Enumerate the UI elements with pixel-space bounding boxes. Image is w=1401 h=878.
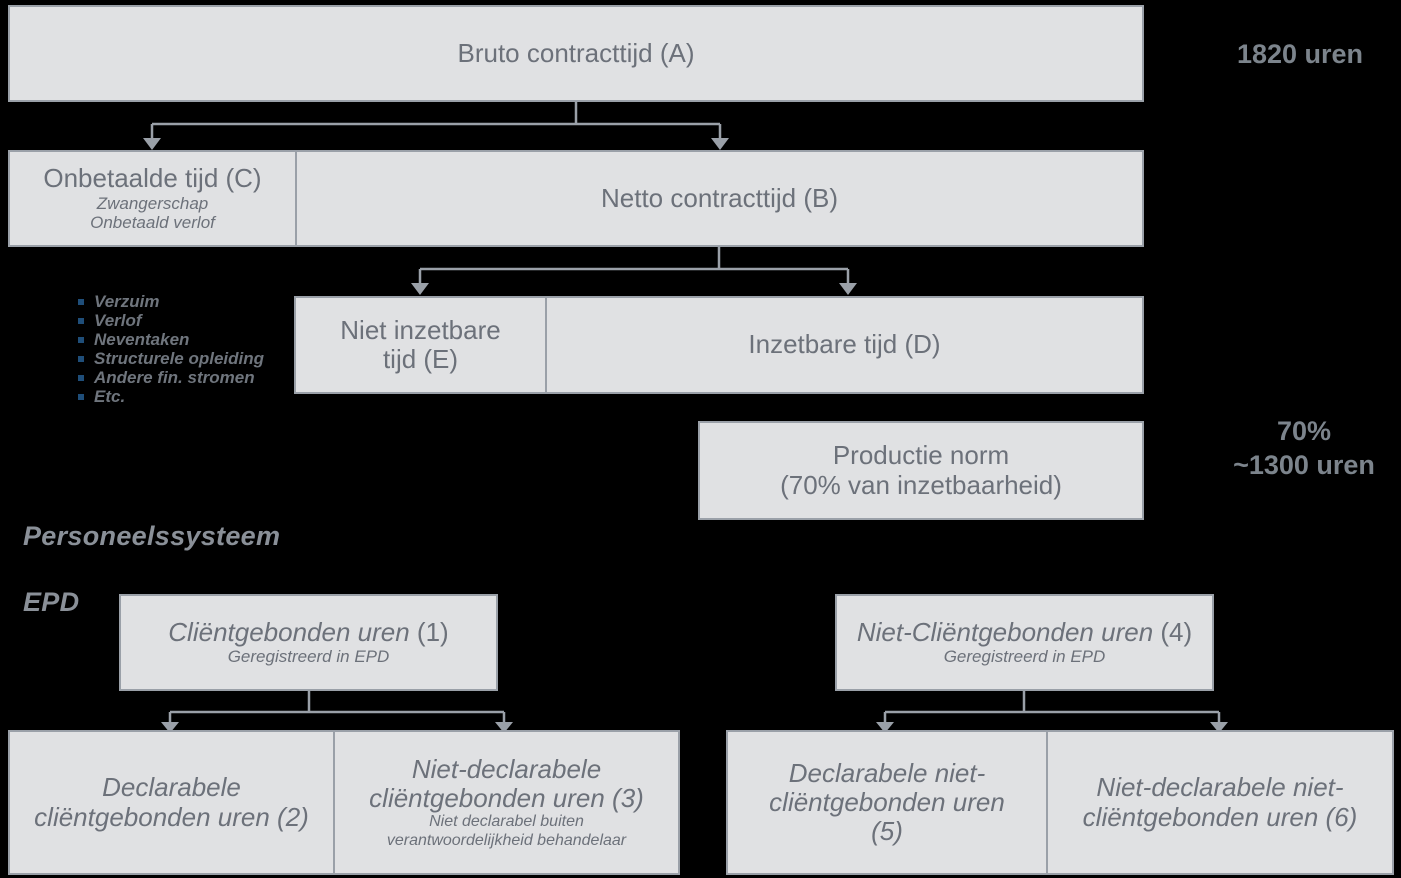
box-productie-norm-label: Productie norm (70% van inzetbaarheid) <box>780 440 1062 500</box>
connector-1-to-23 <box>161 690 513 733</box>
list-item: Etc. <box>62 387 264 406</box>
box-niet-inzetbare-tijd-label: Niet inzetbare tijd (E) <box>340 314 501 374</box>
section-label-personeelssysteem: Personeelssysteem <box>23 521 281 551</box>
list-item: Andere fin. stromen <box>62 368 264 387</box>
box-declarabele-clientgebonden-uren-label: Declarabele cliëntgebonden uren (2) <box>34 772 309 832</box>
box-declarabele-clientgebonden-uren: Declarabele cliëntgebonden uren (2) <box>8 730 335 875</box>
box-clientgebonden-uren-label-italic: Cliëntgebonden uren <box>168 617 410 648</box>
box-declarabele-niet-clientgebonden-uren: Declarabele niet-cliëntgebonden uren (5) <box>726 730 1048 875</box>
box-niet-clientgebonden-uren-sub: Geregistreerd in EPD <box>943 647 1106 667</box>
box-niet-clientgebonden-uren-label-italic: Niet-Cliëntgebonden uren <box>856 617 1154 648</box>
list-item: Neventaken <box>62 330 264 349</box>
list-item: Verlof <box>62 311 264 330</box>
list-item: Verzuim <box>62 292 264 311</box>
box-niet-clientgebonden-uren-label: Niet-Cliëntgebonden uren (4) <box>857 618 1192 647</box>
box-niet-clientgebonden-uren-label-number: (4) <box>1153 617 1193 648</box>
box-clientgebonden-uren: Cliëntgebonden uren (1) Geregistreerd in… <box>119 594 498 691</box>
box-clientgebonden-uren-sub: Geregistreerd in EPD <box>227 647 390 667</box>
bullet-list-niet-inzetbare-tijd: Verzuim Verlof Neventaken Structurele op… <box>62 292 264 406</box>
box-niet-inzetbare-tijd: Niet inzetbare tijd (E) <box>294 296 547 394</box>
box-inzetbare-tijd: Inzetbare tijd (D) <box>545 296 1144 394</box>
box-bruto-contracttijd-label: Bruto contracttijd (A) <box>457 37 695 68</box>
box-niet-clientgebonden-uren: Niet-Cliëntgebonden uren (4) Geregistree… <box>835 594 1214 691</box>
connector-a-to-bc <box>143 100 729 150</box>
box-productie-norm: Productie norm (70% van inzetbaarheid) <box>698 421 1144 520</box>
box-niet-declarabele-niet-clientgebonden-uren-label: Niet-declarabele niet-cliëntgebonden ure… <box>1082 772 1358 832</box>
box-onbetaalde-tijd-label: Onbetaalde tijd (C) <box>43 163 262 194</box>
list-item: Structurele opleiding <box>62 349 264 368</box>
box-niet-declarabele-clientgebonden-uren-label: Niet-declarabele cliëntgebonden uren (3) <box>369 754 644 814</box>
connector-b-to-ed <box>411 245 857 295</box>
box-niet-declarabele-clientgebonden-uren: Niet-declarabele cliëntgebonden uren (3)… <box>333 730 680 875</box>
box-onbetaalde-tijd: Onbetaalde tijd (C) Zwangerschap Onbetaa… <box>8 150 297 247</box>
box-clientgebonden-uren-label-number: (1) <box>409 617 449 648</box>
connector-4-to-56 <box>876 690 1228 733</box>
box-netto-contracttijd: Netto contracttijd (B) <box>295 150 1144 247</box>
box-onbetaalde-tijd-sub: Zwangerschap Onbetaald verlof <box>90 193 215 233</box>
box-niet-declarabele-niet-clientgebonden-uren: Niet-declarabele niet-cliëntgebonden ure… <box>1046 730 1394 875</box>
side-label-hours-total: 1820 uren <box>1236 39 1364 69</box>
box-netto-contracttijd-label: Netto contracttijd (B) <box>601 182 838 213</box>
box-clientgebonden-uren-label: Cliëntgebonden uren (1) <box>168 618 448 647</box>
section-label-epd: EPD <box>23 587 80 617</box>
side-label-production-norm-hours: 70% ~1300 uren <box>1233 416 1375 480</box>
box-niet-declarabele-clientgebonden-uren-sub: Niet declarabel buiten verantwoordelijkh… <box>386 813 627 849</box>
box-inzetbare-tijd-label: Inzetbare tijd (D) <box>748 329 941 360</box>
box-declarabele-niet-clientgebonden-uren-label: Declarabele niet-cliëntgebonden uren (5) <box>769 757 1005 847</box>
box-bruto-contracttijd: Bruto contracttijd (A) <box>8 5 1144 102</box>
